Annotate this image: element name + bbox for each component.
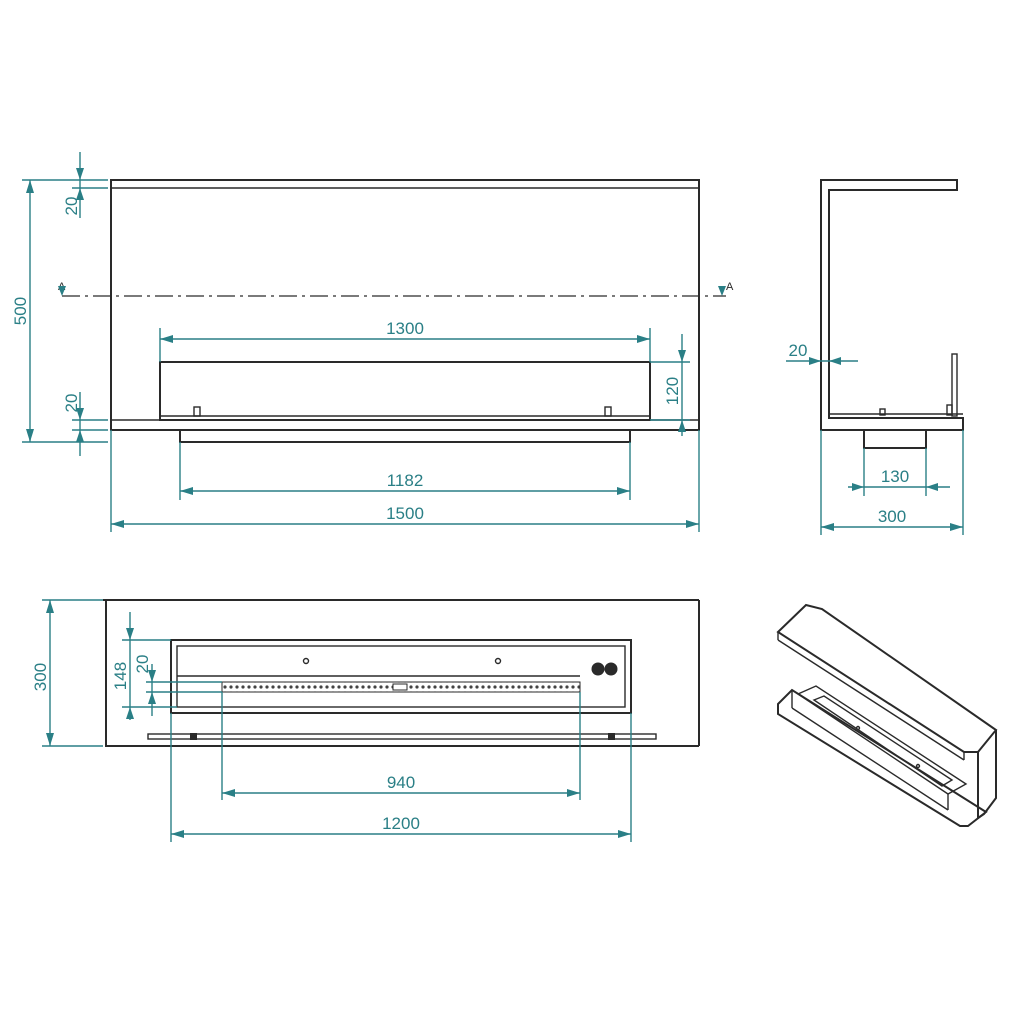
iso-top-shelf: [776, 603, 998, 753]
dim-side-wall-20: 20: [786, 341, 858, 365]
front-outline: [110, 179, 700, 431]
section-arrow-right: [718, 286, 726, 296]
side-view: 20 130 300: [786, 179, 964, 535]
side-wall-label: 20: [789, 341, 808, 360]
dim-overall-1500: 1500: [110, 430, 700, 532]
rail-post-right: [608, 733, 615, 740]
rail-post-left: [190, 733, 197, 740]
dim-bottom-band-20: 20: [62, 392, 108, 456]
dim-side-base-130: 130: [848, 448, 950, 496]
dim-top-148: 148: [111, 612, 177, 720]
front-base-box: [179, 429, 631, 443]
front-overall-width-label: 1500: [386, 504, 424, 523]
top-opening-width-label: 1200: [382, 814, 420, 833]
dim-top-band-20: 20: [62, 152, 108, 218]
front-bottom-band-label: 20: [62, 394, 81, 413]
dim-burner-120: 120: [650, 334, 690, 436]
iso-burner-slot: [812, 695, 954, 787]
control-knob-1: [591, 662, 605, 676]
iso-back-wall: [977, 730, 997, 820]
top-depth-label: 300: [31, 663, 50, 691]
iso-burner-tray: [796, 685, 968, 795]
dim-top-20: 20: [133, 655, 222, 716]
dim-burner-1300: 1300: [159, 319, 651, 362]
control-knob-2: [604, 662, 618, 676]
front-burner-glass: [159, 361, 651, 421]
top-slot-length-label: 940: [387, 773, 415, 792]
dim-top-1200: 1200: [170, 713, 632, 842]
dim-top-depth-300: 300: [31, 599, 103, 747]
side-glass: [951, 353, 958, 417]
side-post-2: [946, 404, 953, 416]
burner-post-left: [193, 406, 201, 417]
front-view: A A 500 20 20: [11, 152, 734, 532]
side-burner-box: [863, 429, 927, 449]
top-opening-outer: [170, 639, 632, 714]
iso-bottom-plate: [777, 688, 988, 827]
burner-post-right: [604, 406, 612, 417]
section-mark-right: A: [726, 281, 734, 293]
slot-handle: [392, 683, 408, 691]
front-burner-height-label: 120: [663, 377, 682, 405]
front-top-band-label: 20: [62, 197, 81, 216]
dim-side-depth-300: 300: [820, 430, 964, 535]
screw-right: [494, 657, 502, 665]
side-profile: [820, 179, 964, 431]
front-base-width-label: 1182: [387, 471, 424, 490]
dim-top-940: 940: [221, 692, 581, 800]
top-opening-depth-label: 148: [111, 662, 130, 690]
isometric-view: [776, 603, 998, 827]
front-burner-width-label: 1300: [386, 319, 424, 338]
top-glass-rail: [147, 733, 657, 740]
top-slot-offset-label: 20: [133, 655, 152, 674]
top-view: 300 148 20 940: [31, 599, 700, 842]
front-height-label: 500: [11, 297, 30, 325]
top-outline: [103, 599, 700, 747]
dim-base-1182: 1182: [179, 442, 631, 500]
side-post: [879, 408, 886, 416]
side-overall-depth-label: 300: [878, 507, 906, 526]
section-arrow-left: [58, 286, 66, 296]
screw-left: [302, 657, 310, 665]
dim-height-500: 500: [11, 179, 108, 443]
side-base-depth-label: 130: [881, 467, 909, 486]
